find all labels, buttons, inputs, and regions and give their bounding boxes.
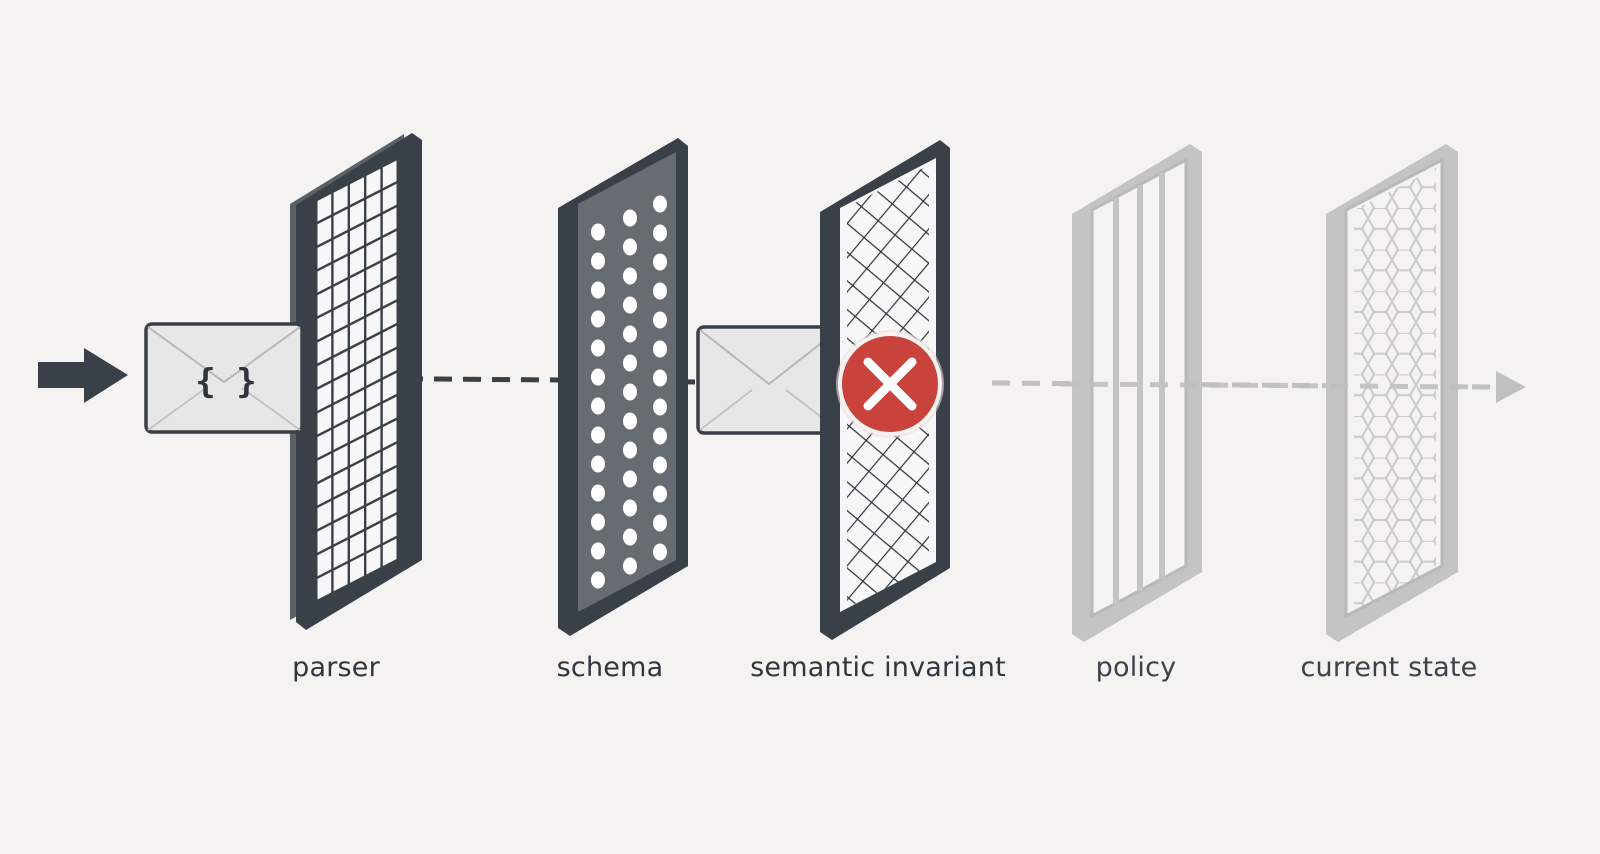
parser-filter <box>290 133 422 630</box>
grid-line <box>316 227 398 273</box>
grid-line <box>316 322 398 367</box>
perforation-hole <box>591 397 605 415</box>
stage-label-schema: schema <box>556 652 664 683</box>
perforation-hole <box>653 514 667 532</box>
close-circle-icon <box>836 330 944 438</box>
schema-filter <box>558 138 688 636</box>
grid-line <box>316 440 398 485</box>
perforation-hole <box>591 571 605 589</box>
perforation-hole <box>623 470 637 488</box>
pending-flow-line-overlay <box>1059 381 1481 390</box>
grid-line <box>316 346 398 391</box>
perforation-hole <box>623 441 637 459</box>
perforation-hole <box>623 383 637 401</box>
square-grid-mesh <box>316 166 398 594</box>
perforation-hole <box>653 543 667 561</box>
perforation-hole <box>623 296 637 314</box>
grid-line <box>316 275 398 320</box>
perforation-hole <box>591 281 605 299</box>
perforation-hole <box>591 339 605 357</box>
perforation-hole <box>653 369 667 387</box>
hexagon-mesh <box>1354 168 1436 611</box>
current-state-filter <box>1326 144 1458 642</box>
perforation-hole <box>591 368 605 386</box>
grid-line <box>316 487 398 533</box>
perforation-hole <box>653 224 667 242</box>
perforation-hole <box>591 310 605 328</box>
perforation-hole <box>623 557 637 575</box>
envelope-icon <box>696 325 842 435</box>
perforation-hole <box>591 252 605 270</box>
perforation-hole <box>591 513 605 531</box>
grid-line <box>316 393 398 438</box>
output-arrow-icon <box>1496 371 1526 403</box>
perforation-hole <box>653 340 667 358</box>
perforation-hole <box>623 499 637 517</box>
perforation-hole <box>591 426 605 444</box>
perforation-hole <box>653 311 667 329</box>
perforation-hole <box>623 528 637 546</box>
envelope-json-icon: { } <box>144 322 304 434</box>
grid-line <box>316 298 398 343</box>
perforation-hole <box>653 427 667 445</box>
grid-line <box>316 464 398 509</box>
grid-line <box>316 180 398 225</box>
grid-line <box>316 369 398 414</box>
perforation-hole <box>591 484 605 502</box>
stage-label-semantic-invariant: semantic invariant <box>750 652 1006 683</box>
perforation-hole <box>623 325 637 343</box>
grid-line <box>316 511 398 556</box>
payload-symbol: { } <box>195 362 256 402</box>
perforation-hole <box>591 542 605 560</box>
perforation-hole <box>623 354 637 372</box>
perforation-hole <box>653 195 667 213</box>
grid-line <box>316 535 398 580</box>
perforation-hole <box>623 412 637 430</box>
stage-label-policy: policy <box>1095 652 1177 683</box>
stage-label-parser: parser <box>292 652 380 683</box>
vertical-bars <box>1113 173 1165 604</box>
perforation-hole <box>653 398 667 416</box>
grid-line <box>316 251 398 296</box>
perforation-hole <box>591 223 605 241</box>
stage-label-current-state: current state <box>1300 652 1478 683</box>
arrow-right-icon <box>38 348 128 403</box>
perforation-hole <box>653 282 667 300</box>
perforation-holes <box>591 195 667 589</box>
perforation-hole <box>623 209 637 227</box>
perforation-hole <box>591 455 605 473</box>
grid-line <box>316 417 398 462</box>
perforation-hole <box>653 253 667 271</box>
perforation-hole <box>623 267 637 285</box>
grid-line <box>316 204 398 249</box>
perforation-hole <box>623 238 637 256</box>
perforation-hole <box>653 456 667 474</box>
perforation-hole <box>653 485 667 503</box>
policy-filter <box>1072 144 1202 642</box>
